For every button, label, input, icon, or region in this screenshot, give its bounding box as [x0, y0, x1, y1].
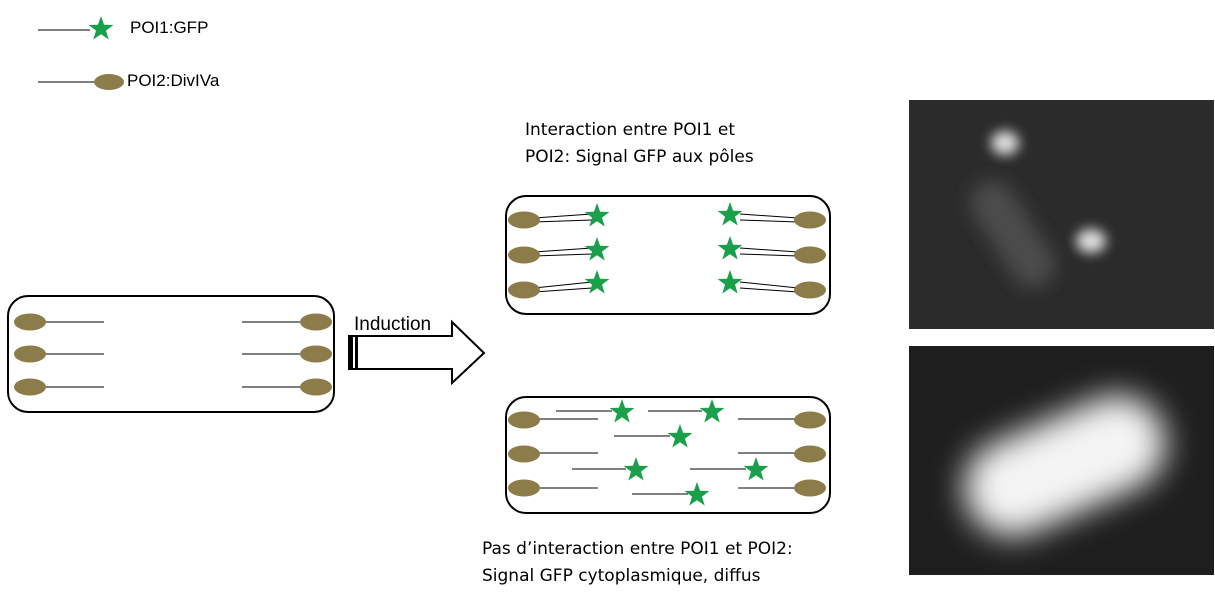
cell-interaction [505, 195, 831, 315]
cell-before-induction [7, 295, 335, 413]
interaction-caption-line2: POI2: Signal GFP aux pôles [525, 147, 754, 167]
legend [38, 16, 124, 90]
divIVa-left-pole [14, 313, 104, 396]
legend-gfp-symbol [38, 16, 114, 40]
induction-label: Induction [354, 314, 432, 335]
cell-no-interaction [505, 396, 831, 514]
right-pole-complexes [717, 202, 826, 299]
legend-divIVa-symbol [38, 74, 124, 90]
micrograph-polar-signal [909, 100, 1214, 329]
interaction-caption-line1: Interaction entre POI1 et [525, 120, 736, 140]
no-interaction-caption-line1: Pas d’interaction entre POI1 et POI2: [482, 539, 793, 559]
free-gfp-fusions [556, 399, 769, 506]
micrograph-diffuse-signal [909, 346, 1214, 575]
divIVa-poles [508, 411, 826, 497]
no-interaction-caption-line2: Signal GFP cytoplasmique, diffus [482, 566, 761, 586]
legend-gfp-label: POI1:GFP [130, 18, 209, 37]
legend-divIVa-label: POI2:DivIVa [127, 71, 220, 90]
induction-arrow [348, 319, 486, 386]
green-star-icon [88, 16, 114, 40]
olive-ellipse-icon [94, 74, 124, 90]
divIVa-right-pole [242, 313, 332, 396]
left-pole-complexes [508, 203, 610, 299]
